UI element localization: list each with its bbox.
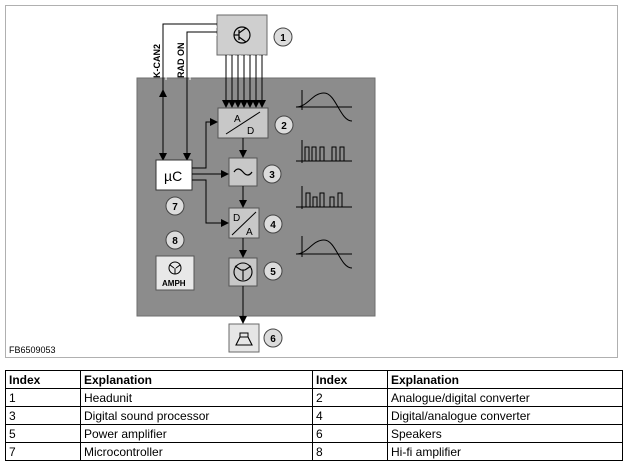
svg-text:1: 1 <box>280 33 286 44</box>
svg-text:A: A <box>246 227 253 238</box>
table-cell: Microcontroller <box>80 442 313 461</box>
legend-header-explanation: Explanation <box>80 370 313 389</box>
svg-text:3: 3 <box>269 170 275 181</box>
svg-text:µC: µC <box>164 168 182 184</box>
svg-text:8: 8 <box>172 236 178 247</box>
table-cell: 1 <box>5 388 81 407</box>
svg-text:D: D <box>247 126 254 137</box>
table-cell: Speakers <box>387 424 623 443</box>
headunit-block <box>216 14 268 56</box>
table-cell: Hi-fi amplifier <box>387 442 623 461</box>
table-cell: Analogue/digital converter <box>387 388 623 407</box>
callout-3: 3 <box>262 164 282 184</box>
digital-waveform-icon-2 <box>296 186 352 209</box>
dsp-block <box>228 157 258 187</box>
callout-6: 6 <box>263 328 283 348</box>
svg-text:AMPH: AMPH <box>162 279 186 288</box>
svg-text:4: 4 <box>270 220 276 231</box>
svg-text:D: D <box>233 213 240 224</box>
callout-2: 2 <box>274 115 294 135</box>
callout-4: 4 <box>263 214 283 234</box>
table-row: 5 Power amplifier 6 Speakers <box>5 424 623 443</box>
table-cell: 6 <box>312 424 388 443</box>
legend-header-index: Index <box>5 370 81 389</box>
svg-text:7: 7 <box>172 202 178 213</box>
table-row: 3 Digital sound processor 4 Digital/anal… <box>5 406 623 425</box>
control-lines <box>192 118 229 227</box>
table-cell: 7 <box>5 442 81 461</box>
transistor-icon <box>233 26 251 44</box>
table-cell: 8 <box>312 442 388 461</box>
legend-header-index: Index <box>312 370 388 389</box>
radon-line <box>183 31 217 161</box>
svg-text:A: A <box>234 114 241 125</box>
callout-5: 5 <box>263 261 283 281</box>
da-converter-block: D A <box>228 207 260 239</box>
speaker-block <box>228 323 260 353</box>
analog-waveform-icon <box>295 90 353 122</box>
microcontroller-block: µC <box>155 159 193 191</box>
table-cell: 3 <box>5 406 81 425</box>
radon-label: RAD ON <box>176 43 186 79</box>
legend-header-row: Index Explanation Index Explanation <box>5 370 623 389</box>
figure-code: FB6509053 <box>9 345 56 355</box>
hifi-amplifier-block: AMPH <box>155 255 195 291</box>
analog-waveform-icon-2 <box>295 236 353 269</box>
table-cell: 2 <box>312 388 388 407</box>
table-cell: Power amplifier <box>80 424 313 443</box>
table-cell: Headunit <box>80 388 313 407</box>
ad-converter-block: A D <box>217 107 269 139</box>
legend-table: Index Explanation Index Explanation 1 He… <box>5 370 623 461</box>
svg-text:2: 2 <box>281 121 287 132</box>
svg-text:6: 6 <box>270 334 276 345</box>
audio-channel-lines <box>222 55 266 108</box>
table-cell: Digital sound processor <box>80 406 313 425</box>
digital-waveform-icon <box>296 140 352 163</box>
callout-8: 8 <box>165 230 185 250</box>
svg-text:5: 5 <box>270 267 276 278</box>
table-cell: 4 <box>312 406 388 425</box>
table-row: 7 Microcontroller 8 Hi-fi amplifier <box>5 442 623 461</box>
legend-header-explanation: Explanation <box>387 370 623 389</box>
kcan2-label: K-CAN2 <box>152 44 162 78</box>
audio-block-diagram: K-CAN2 RAD ON A D D A <box>5 5 618 358</box>
power-amplifier-block <box>228 257 258 287</box>
table-cell: 5 <box>5 424 81 443</box>
table-row: 1 Headunit 2 Analogue/digital converter <box>5 388 623 407</box>
callout-7: 7 <box>165 196 185 216</box>
table-cell: Digital/analogue converter <box>387 406 623 425</box>
callout-1: 1 <box>273 27 293 47</box>
